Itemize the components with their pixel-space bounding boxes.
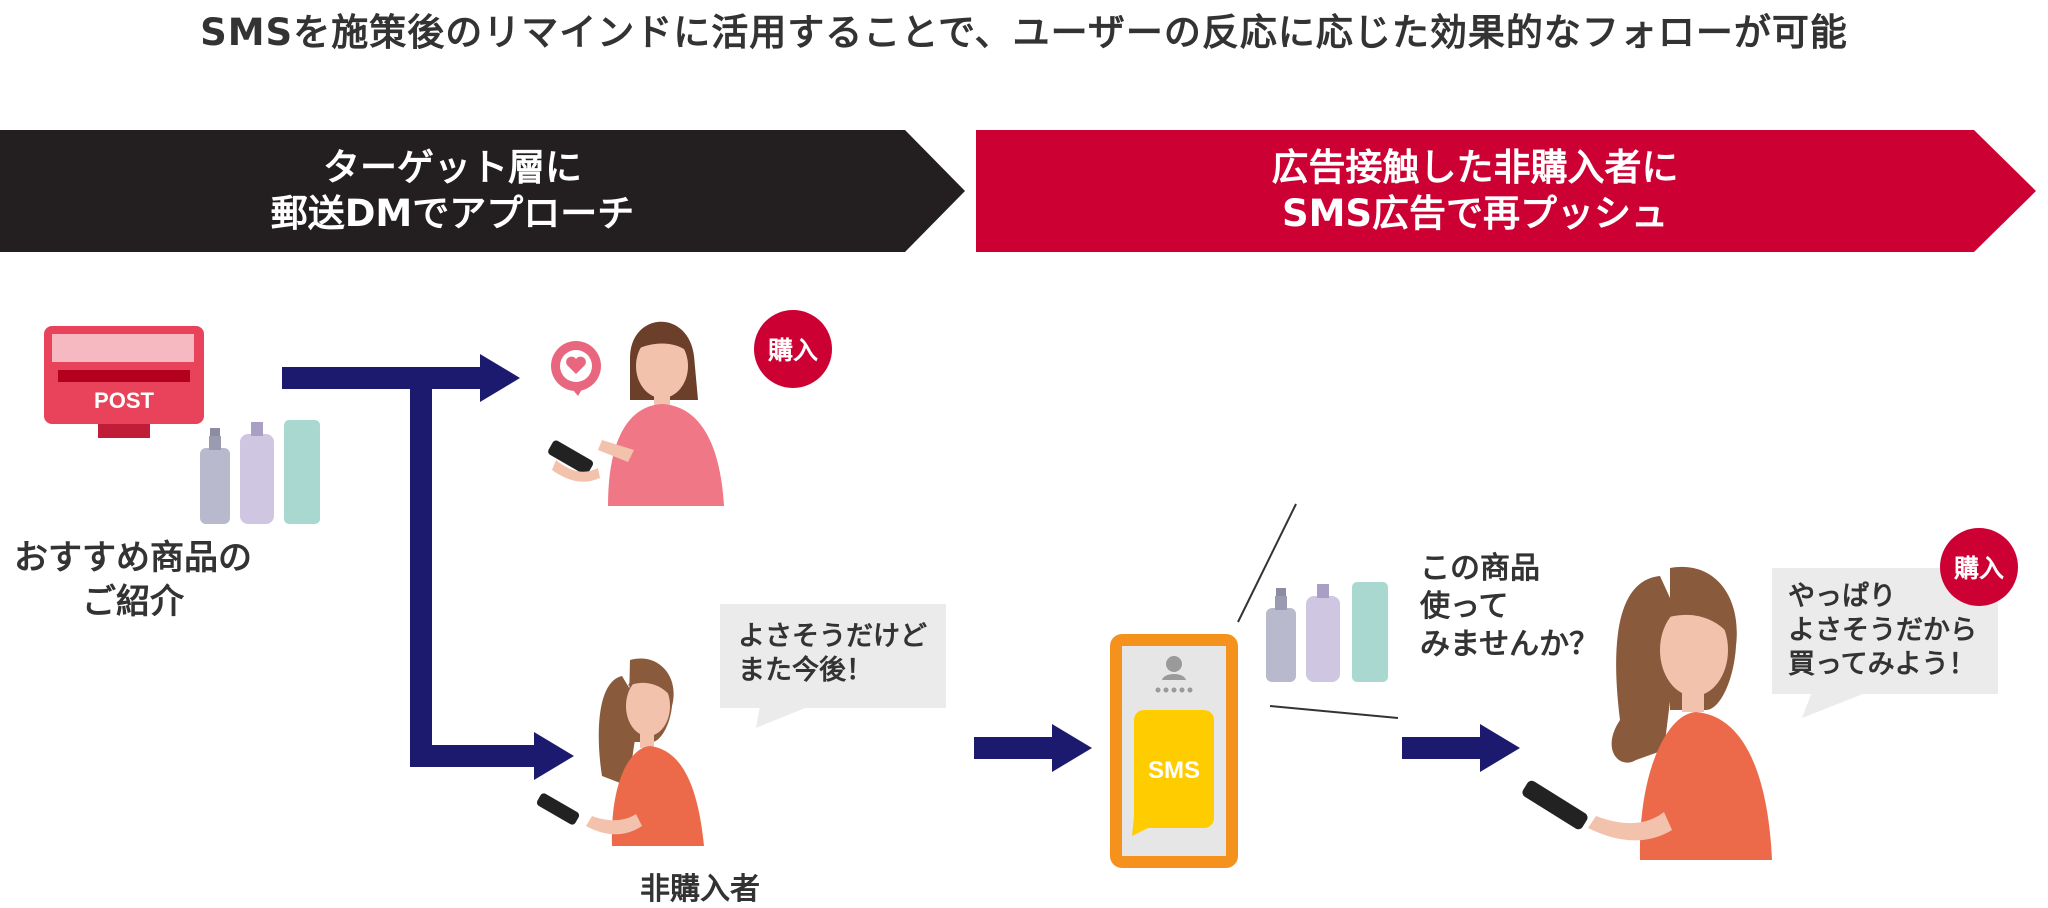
purchase-badge-right: 購入: [1940, 528, 2018, 606]
banner-right-line1: 広告接触した非購入者に: [1271, 146, 1679, 189]
buyer-bubble-line3: 買ってみよう！: [1788, 649, 1976, 680]
product-intro-text: おすすめ商品の ご紹介: [0, 536, 266, 624]
product-bottles-icon: [196, 418, 326, 526]
page-title: SMSを施策後のリマインドに活用することで、ユーザーの反応に応じた効果的なフォロ…: [200, 11, 1848, 54]
buyer-bubble-line1: やっぱり: [1788, 581, 1896, 612]
branch-arrow-stem: [410, 367, 432, 767]
non-buyer-woman-illustration: [532, 646, 732, 846]
banner-right: 広告接触した非購入者に SMS広告で再プッシュ: [976, 130, 2040, 252]
branch-arrows: [282, 354, 574, 780]
banner-left: ターゲット層に 郵送DMでアプローチ: [0, 130, 968, 252]
non-buyer-bubble-line1: よさそうだけど: [738, 621, 927, 652]
branch-arrow-bottom-head: [534, 732, 574, 780]
banner-left-shape: [0, 130, 965, 252]
buyer-bubble-line2: よさそうだから: [1788, 615, 1977, 646]
branch-arrow-top-shaft: [282, 367, 482, 389]
non-buyer-speech-bubble: よさそうだけど また今後！: [720, 604, 948, 728]
sms-message-line3: みませんか？: [1420, 627, 1600, 662]
sms-message-text: この商品 使って みませんか？: [1420, 550, 1599, 664]
converted-buyer-illustration: [1510, 560, 1800, 860]
heart-bubble-icon: [548, 340, 606, 396]
post-label: POST: [94, 388, 154, 413]
non-buyer-label: 非購入者: [640, 872, 760, 907]
sms-label: SMS: [1148, 757, 1200, 784]
product-intro-line2: ご紹介: [82, 582, 184, 622]
smartphone-illustration: SMS: [1106, 630, 1242, 872]
arrow-to-buyer: [1402, 724, 1520, 772]
product-bottles-right-icon: [1262, 580, 1392, 684]
post-mailbox-icon: POST: [44, 326, 206, 446]
banner-right-line2: SMS広告で再プッシュ: [1281, 192, 1669, 235]
non-buyer-bubble-line2: また今後！: [738, 655, 873, 686]
banner-left-line1: ターゲット層に: [323, 146, 582, 189]
product-intro-line1: おすすめ商品の: [14, 538, 252, 578]
sms-message-line1: この商品: [1420, 551, 1540, 586]
banner-left-line2: 郵送DMでアプローチ: [270, 192, 635, 235]
branch-arrow-bottom-shaft: [410, 745, 536, 767]
branch-arrow-top-head: [480, 354, 520, 402]
callout-lines: [1237, 503, 1399, 719]
banner-right-shape: [976, 130, 2036, 252]
purchase-badge-top: 購入: [754, 310, 832, 388]
sms-message-line2: 使って: [1420, 589, 1509, 624]
buyer-woman-illustration: [538, 300, 748, 506]
arrow-to-phone: [974, 724, 1092, 772]
